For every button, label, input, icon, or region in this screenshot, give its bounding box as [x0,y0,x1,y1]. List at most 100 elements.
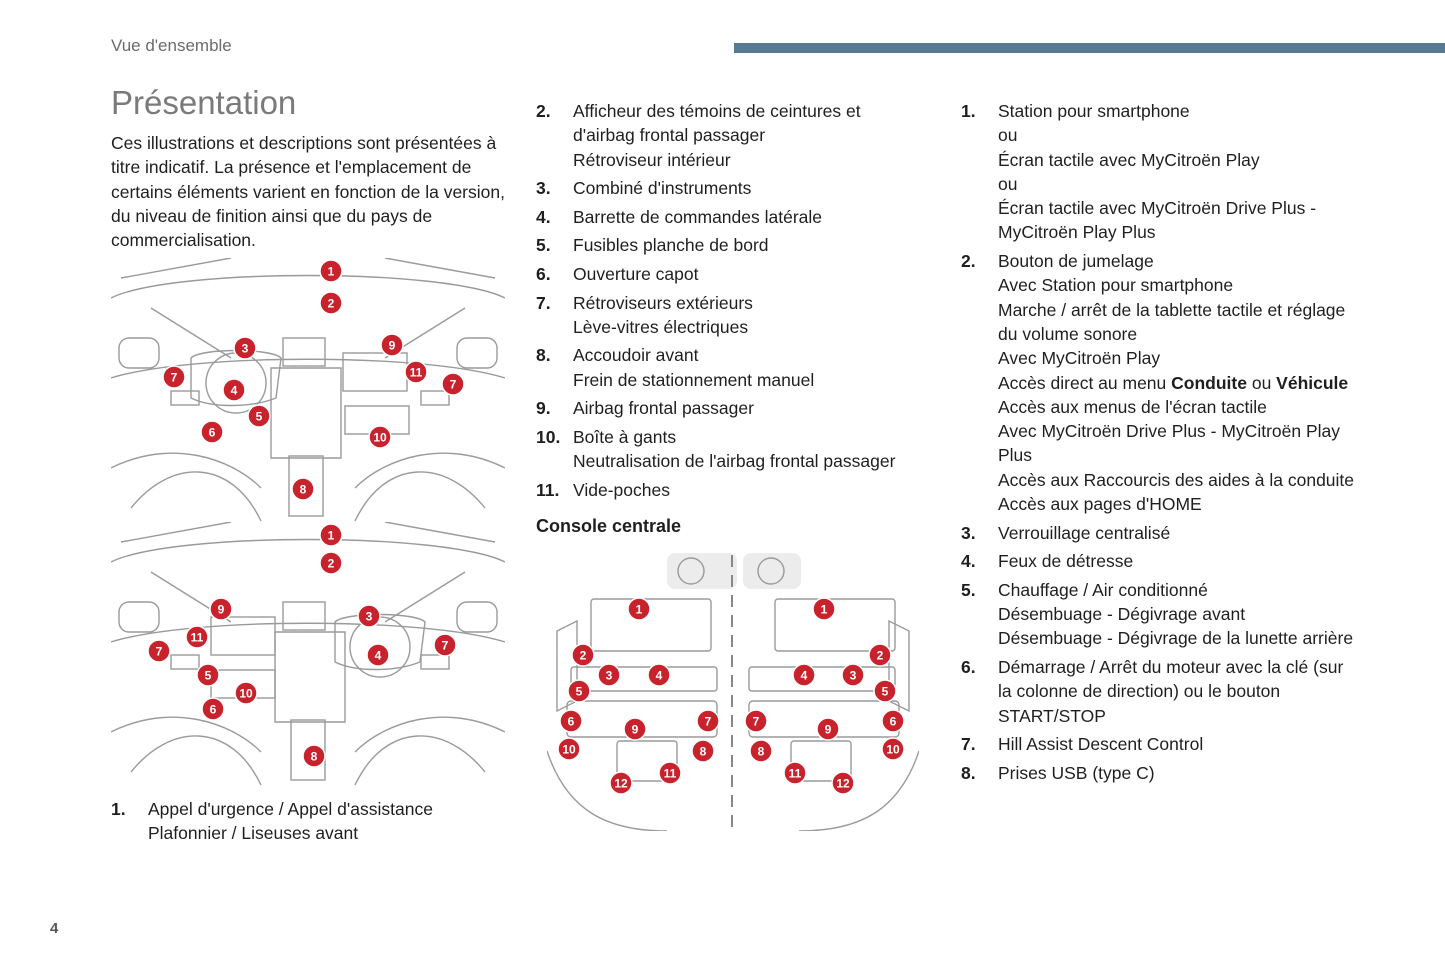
callout-marker: 6 [881,709,905,733]
callout-number: 3 [850,669,857,683]
callout-marker: 8 [749,739,773,763]
callout-number: 6 [568,715,575,729]
item-text: Barrette de commandes latérale [573,206,823,227]
list-item: 5. Chauffage / Air conditionné Désembuag… [961,578,1361,651]
legend-dashboard-part2: 2. Afficheur des témoins de ceintures et… [536,99,926,506]
callout-marker: 5 [873,679,897,703]
item-text: Rétroviseurs extérieurs [573,292,753,313]
callout-number: 10 [239,687,253,701]
callout-number: 9 [218,603,225,617]
callout-number: 12 [836,777,850,791]
callout-marker: 9 [209,597,233,621]
callout-marker: 8 [302,744,326,768]
item-text: Neutralisation de l'airbag frontal passa… [573,451,896,472]
item-number: 2. [961,251,976,272]
callout-number: 7 [705,715,712,729]
callout-number: 5 [256,410,263,424]
callout-number: 4 [801,669,808,683]
callout-marker: 9 [816,717,840,741]
callout-marker: 8 [291,477,315,501]
callout-marker: 6 [201,697,225,721]
item-text: Accès direct au menu Conduite ou Véhicul… [998,371,1361,395]
page-title: Présentation [111,84,297,121]
callout-number: 11 [191,631,204,645]
item-text: Accès aux menus de l'écran tactile [998,396,1267,417]
callout-number: 8 [300,483,307,497]
callout-marker: 4 [792,663,816,687]
callout-marker: 9 [380,333,404,357]
item-text: Frein de stationnement manuel [573,369,815,390]
item-text: Avec Station pour smartphone [998,275,1234,296]
item-number: 8. [536,345,551,366]
item-text: Désembuage - Dégivrage avant [998,604,1246,625]
header-bar [734,43,1445,53]
list-item: 3. Combiné d'instruments [536,176,926,200]
menu-conduite: Conduite [1171,372,1247,393]
callout-number: 1 [821,603,828,617]
item-text: Station pour smartphone [998,101,1190,121]
callout-marker: 8 [691,739,715,763]
item-text: Marche / arrêt de la tablette tactile et… [998,299,1346,344]
list-item: 8. Prises USB (type C) [961,761,1361,785]
list-item: 6. Démarrage / Arrêt du moteur avec la c… [961,655,1361,728]
callout-marker: 4 [366,643,390,667]
callout-marker: 1 [319,523,343,547]
callout-number: 3 [606,669,613,683]
callout-number: 1 [328,529,335,543]
callout-marker: 2 [319,551,343,575]
callout-number: 1 [328,265,335,279]
callout-number: 4 [375,649,382,663]
callout-marker: 5 [567,679,591,703]
list-item: 1. Appel d'urgence / Appel d'assistance … [111,797,511,846]
callout-number: 9 [389,339,396,353]
item-text: Plafonnier / Liseuses avant [148,823,359,844]
callout-number: 2 [580,649,587,663]
callout-marker: 3 [357,604,381,628]
item-text: Ouverture capot [573,263,699,284]
item-text: Afficheur des témoins de ceintures et d'… [573,101,861,146]
item-text: Hill Assist Descent Control [998,734,1204,755]
callout-marker: 4 [647,663,671,687]
item-text: Chauffage / Air conditionné [998,579,1208,600]
menu-vehicule: Véhicule [1276,372,1349,393]
item-number: 7. [536,292,551,313]
item-text: Boîte à gants [573,426,677,447]
callout-number: 8 [700,745,707,759]
callout-number: 2 [328,297,335,311]
callout-number: 4 [656,669,663,683]
list-item: 8. Accoudoir avant Frein de stationnemen… [536,343,926,392]
list-item: 5. Fusibles planche de bord [536,233,926,257]
callout-number: 7 [156,645,163,659]
callout-number: 5 [576,685,583,699]
callout-marker: 7 [441,372,465,396]
callout-number: 8 [311,750,318,764]
callout-marker: 5 [247,404,271,428]
callout-number: 7 [753,715,760,729]
item-text: Airbag frontal passager [573,398,754,419]
list-item: 7. Rétroviseurs extérieurs Lève-vitres é… [536,291,926,340]
list-item: 10. Boîte à gants Neutralisation de l'ai… [536,425,926,474]
callout-number: 1 [636,603,643,617]
list-item: 3. Verrouillage centralisé [961,521,1361,545]
callout-marker: 6 [200,420,224,444]
list-item: 7. Hill Assist Descent Control [961,732,1361,756]
callout-marker: 4 [222,378,246,402]
item-text: ou [998,125,1018,146]
callout-number: 7 [171,371,178,385]
item-number: 10. [536,426,561,447]
item-text: Accoudoir avant [573,345,699,366]
item-text: Écran tactile avec MyCitroën Play [998,149,1260,170]
callout-marker: 7 [162,365,186,389]
callout-number: 10 [373,431,387,445]
callout-marker: 7 [696,709,720,733]
callout-number: 12 [614,777,628,791]
callout-marker: 5 [196,663,220,687]
item-number: 5. [961,579,976,600]
callout-number: 2 [877,649,884,663]
item-text: Bouton de jumelage [998,251,1154,272]
legend-console: 1. Station pour smartphone ou Écran tact… [961,99,1361,789]
callout-marker: 2 [319,291,343,315]
